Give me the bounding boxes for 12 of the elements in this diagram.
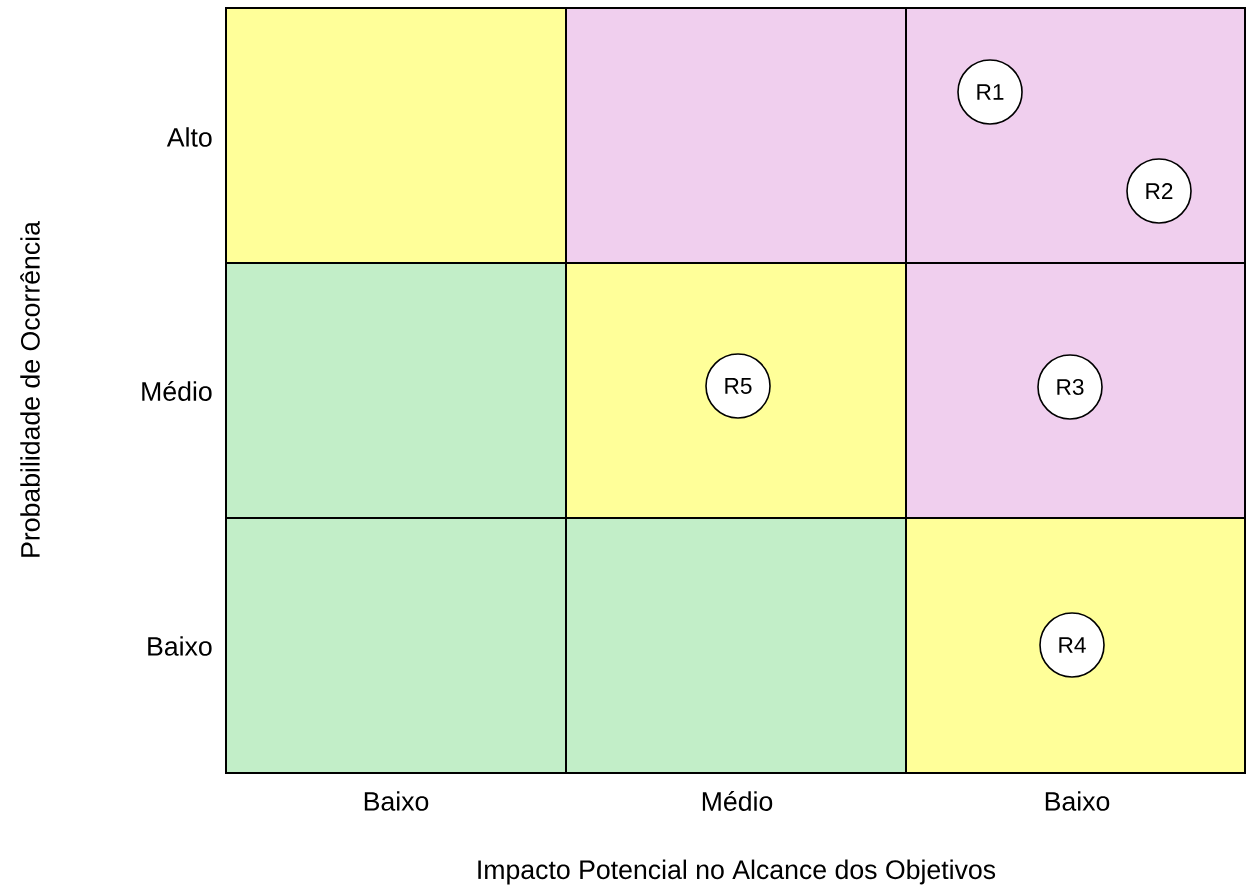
matrix-cell xyxy=(905,262,1246,519)
matrix-cell xyxy=(905,7,1246,264)
matrix-cell xyxy=(565,262,907,519)
matrix-cell xyxy=(225,262,567,519)
matrix-cell xyxy=(905,517,1246,774)
axis-title: Probabilidade de Ocorrência xyxy=(20,221,40,557)
axis-label: Baixo xyxy=(1045,791,1110,811)
axis-title: Impacto Potencial no Alcance dos Objetivos xyxy=(478,859,996,885)
matrix-cell xyxy=(565,7,907,264)
matrix-cell xyxy=(565,517,907,774)
matrix-cell xyxy=(225,7,567,264)
matrix-cell xyxy=(225,517,567,774)
